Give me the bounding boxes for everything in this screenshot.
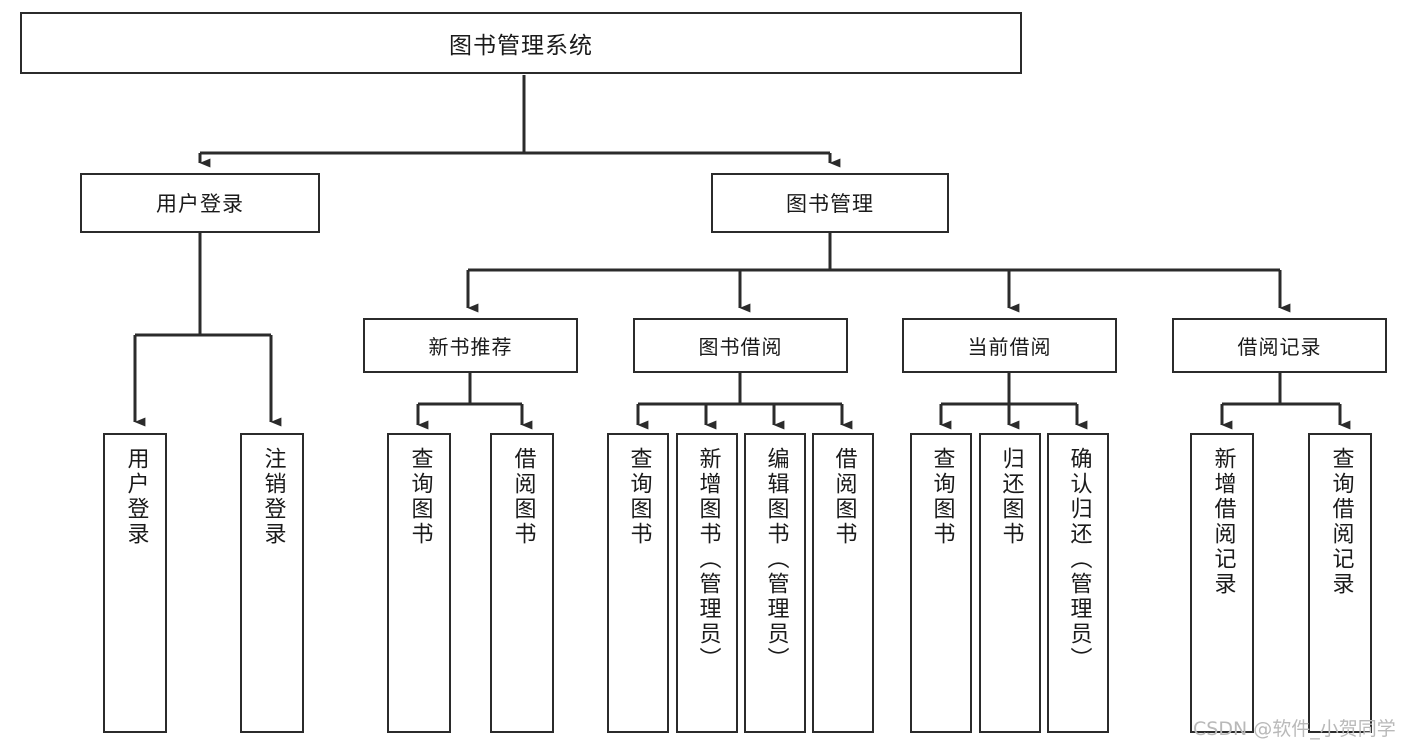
leaf-user-login[interactable]: 用户登录 [103, 433, 167, 733]
node-new-book-recommend-label: 新书推荐 [428, 335, 513, 359]
leaf-return-book-label: 归还图书 [998, 447, 1024, 547]
leaf-query-book-current[interactable]: 查询图书 [910, 433, 972, 733]
leaf-query-book-borrow-label: 查询图书 [626, 447, 652, 547]
leaf-logout[interactable]: 注销登录 [240, 433, 304, 733]
node-root-label: 图书管理系统 [449, 33, 593, 59]
leaf-query-borrow-record-label: 查询借阅记录 [1328, 447, 1354, 597]
leaf-query-book-recommend-label: 查询图书 [407, 447, 433, 547]
node-current-borrow-label: 当前借阅 [967, 335, 1052, 359]
node-borrow-record[interactable]: 借阅记录 [1172, 318, 1387, 373]
leaf-confirm-return-admin[interactable]: 确认归还（管理员） [1047, 433, 1109, 733]
node-book-management[interactable]: 图书管理 [711, 173, 949, 233]
leaf-edit-book-admin[interactable]: 编辑图书（管理员） [744, 433, 806, 733]
node-book-borrow[interactable]: 图书借阅 [633, 318, 848, 373]
node-current-borrow[interactable]: 当前借阅 [902, 318, 1117, 373]
node-borrow-record-label: 借阅记录 [1237, 335, 1322, 359]
node-user-login-label: 用户登录 [156, 192, 244, 216]
leaf-edit-book-admin-label: 编辑图书（管理员） [763, 447, 789, 672]
node-book-borrow-label: 图书借阅 [698, 335, 783, 359]
leaf-query-book-recommend[interactable]: 查询图书 [387, 433, 451, 733]
leaf-confirm-return-admin-label: 确认归还（管理员） [1066, 447, 1092, 672]
node-root[interactable]: 图书管理系统 [20, 12, 1022, 74]
leaf-borrow-book[interactable]: 借阅图书 [812, 433, 874, 733]
leaf-query-borrow-record[interactable]: 查询借阅记录 [1308, 433, 1372, 733]
leaf-user-login-label: 用户登录 [123, 447, 149, 547]
leaf-borrow-book-label: 借阅图书 [831, 447, 857, 547]
leaf-return-book[interactable]: 归还图书 [979, 433, 1041, 733]
leaf-add-book-admin-label: 新增图书（管理员） [695, 447, 721, 672]
leaf-add-borrow-record-label: 新增借阅记录 [1210, 447, 1236, 597]
leaf-borrow-book-recommend[interactable]: 借阅图书 [490, 433, 554, 733]
leaf-borrow-book-recommend-label: 借阅图书 [510, 447, 536, 547]
node-new-book-recommend[interactable]: 新书推荐 [363, 318, 578, 373]
leaf-logout-label: 注销登录 [260, 447, 286, 547]
leaf-add-borrow-record[interactable]: 新增借阅记录 [1190, 433, 1254, 733]
csdn-watermark: CSDN @软件_小贺同学 [1193, 718, 1396, 740]
node-user-login[interactable]: 用户登录 [80, 173, 320, 233]
leaf-query-book-borrow[interactable]: 查询图书 [607, 433, 669, 733]
leaf-query-book-current-label: 查询图书 [929, 447, 955, 547]
leaf-add-book-admin[interactable]: 新增图书（管理员） [676, 433, 738, 733]
node-book-management-label: 图书管理 [786, 192, 874, 216]
